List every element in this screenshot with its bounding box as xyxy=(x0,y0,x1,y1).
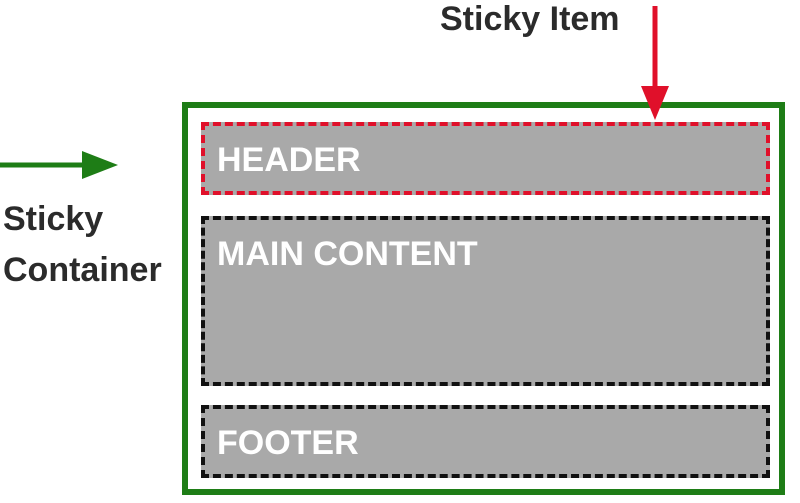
header-section: HEADER xyxy=(201,122,770,195)
sticky-container-arrow-icon xyxy=(0,151,118,179)
sticky-item-arrow-icon xyxy=(641,6,669,120)
sticky-container-label-line1: Sticky xyxy=(3,200,104,238)
footer-section: FOOTER xyxy=(201,405,770,478)
sticky-container-label-line2: Container xyxy=(3,251,162,289)
main-content-section: MAIN CONTENT xyxy=(201,216,770,386)
sticky-item-label: Sticky Item xyxy=(440,0,620,38)
sticky-container-label: Sticky Container xyxy=(3,194,162,296)
